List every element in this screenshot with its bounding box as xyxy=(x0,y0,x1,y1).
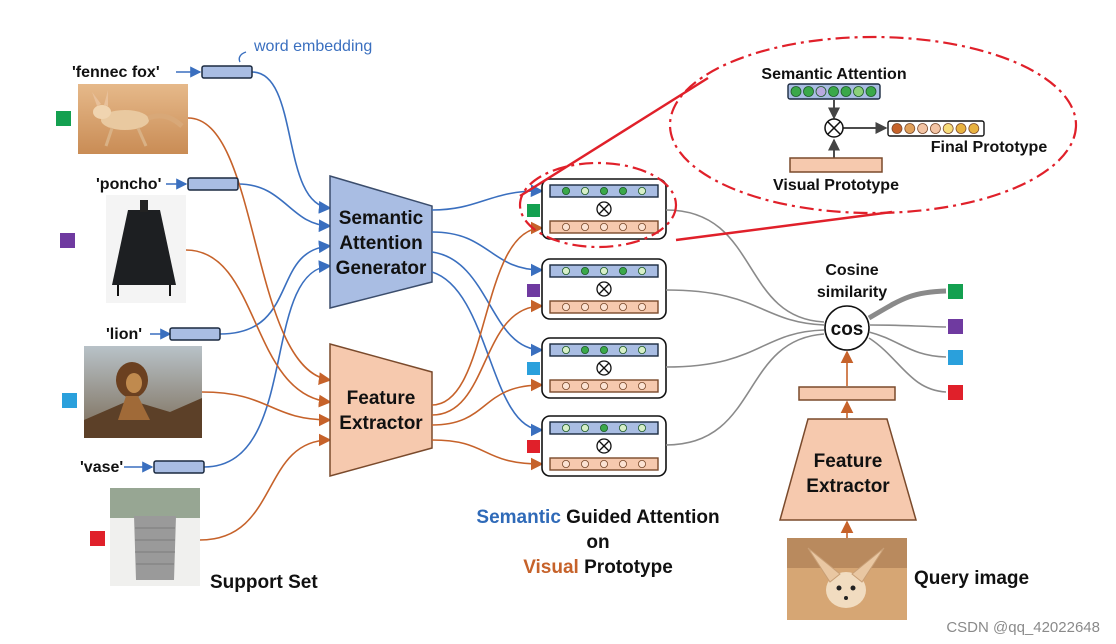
image-to-extractor-lines xyxy=(185,117,332,541)
zoom-final-prototype-vector xyxy=(887,120,985,137)
poncho-image xyxy=(106,195,186,303)
class-color-vase xyxy=(90,531,105,546)
output-color-fennec-fox xyxy=(948,284,963,299)
attention-modules xyxy=(541,178,667,477)
cos-text: cos xyxy=(831,319,864,340)
module-color-lion xyxy=(527,362,540,375)
multiply-icon xyxy=(596,281,612,297)
cosine-label-line2: similarity xyxy=(817,284,887,301)
multiply-icon xyxy=(596,360,612,376)
output-color-lion xyxy=(948,350,963,365)
sag-label-line2: Attention xyxy=(339,233,422,254)
caption-line1: Semantic Guided Attention xyxy=(476,507,719,528)
query-feature-bar xyxy=(798,386,896,401)
attention-module xyxy=(541,415,667,477)
watermark: CSDN @qq_42022648 xyxy=(946,619,1100,636)
embedding-bar-fennec-fox xyxy=(201,65,253,79)
attention-module xyxy=(541,337,667,399)
fe-label-line2: Extractor xyxy=(339,413,423,434)
zoom-multiply-symbol xyxy=(824,118,844,138)
zoom-final-prototype-label: Final Prototype xyxy=(931,139,1048,156)
query-fe-label-line1: Feature xyxy=(814,451,883,472)
word-lion: 'lion' xyxy=(106,326,142,343)
module-color-fennec-fox xyxy=(527,204,540,217)
query-fennec-fox-image xyxy=(787,538,907,620)
zoom-visual-prototype-label: Visual Prototype xyxy=(773,177,899,194)
embedding-bar-poncho xyxy=(187,177,239,191)
attention-module xyxy=(541,258,667,320)
query-fe-label-line2: Extractor xyxy=(806,476,890,497)
small-zoom-ellipse xyxy=(518,161,678,249)
feature-extractor-query xyxy=(779,418,917,521)
sag-label-line1: Semantic xyxy=(339,208,424,229)
module-color-vase xyxy=(527,440,540,453)
multiply-icon xyxy=(596,438,612,454)
embedding-to-generator-lines xyxy=(203,71,332,468)
zoom-line-bottom xyxy=(675,210,893,242)
feature-extractor-support xyxy=(329,343,433,477)
cosine-label-line1: Cosine xyxy=(825,262,878,279)
module-color-poncho xyxy=(527,284,540,297)
output-color-poncho xyxy=(948,319,963,334)
embedding-bar-lion xyxy=(169,327,221,341)
output-color-vase xyxy=(948,385,963,400)
attention-module xyxy=(541,178,667,240)
semantic-attention-generator xyxy=(329,174,433,309)
caption-line3: Visual Prototype xyxy=(523,557,673,578)
word-fennec-fox: 'fennec fox' xyxy=(72,64,160,81)
class-color-poncho xyxy=(60,233,75,248)
word-vase: 'vase' xyxy=(80,459,123,476)
cos-node xyxy=(824,305,870,351)
caption-line2: on xyxy=(586,532,609,553)
word-embedding-pointer xyxy=(238,51,247,63)
word-embedding-label: word embedding xyxy=(253,38,372,55)
fennec-fox-image xyxy=(78,84,188,154)
class-color-fennec-fox xyxy=(56,111,71,126)
fe-label-line1: Feature xyxy=(347,388,416,409)
embedding-bar-vase xyxy=(153,460,205,474)
word-embedding-bars xyxy=(153,65,253,474)
cos-output-lines xyxy=(867,288,947,393)
lion-image xyxy=(84,346,202,438)
query-image-label: Query image xyxy=(914,568,1029,589)
large-zoom-ellipse xyxy=(668,35,1078,215)
modules-to-cos-lines xyxy=(665,209,825,446)
support-set-label: Support Set xyxy=(210,572,318,593)
sag-label-line3: Generator xyxy=(336,258,427,279)
extractor-to-modules-lines xyxy=(431,221,544,471)
zoom-line-top xyxy=(519,76,709,198)
zoom-semantic-attention-vector xyxy=(787,83,881,100)
zoom-semantic-attention-label: Semantic Attention xyxy=(761,66,906,83)
vase-image xyxy=(110,488,200,586)
word-poncho: 'poncho' xyxy=(96,176,161,193)
class-color-lion xyxy=(62,393,77,408)
multiply-icon xyxy=(596,201,612,217)
zoom-visual-prototype-bar xyxy=(789,157,883,173)
